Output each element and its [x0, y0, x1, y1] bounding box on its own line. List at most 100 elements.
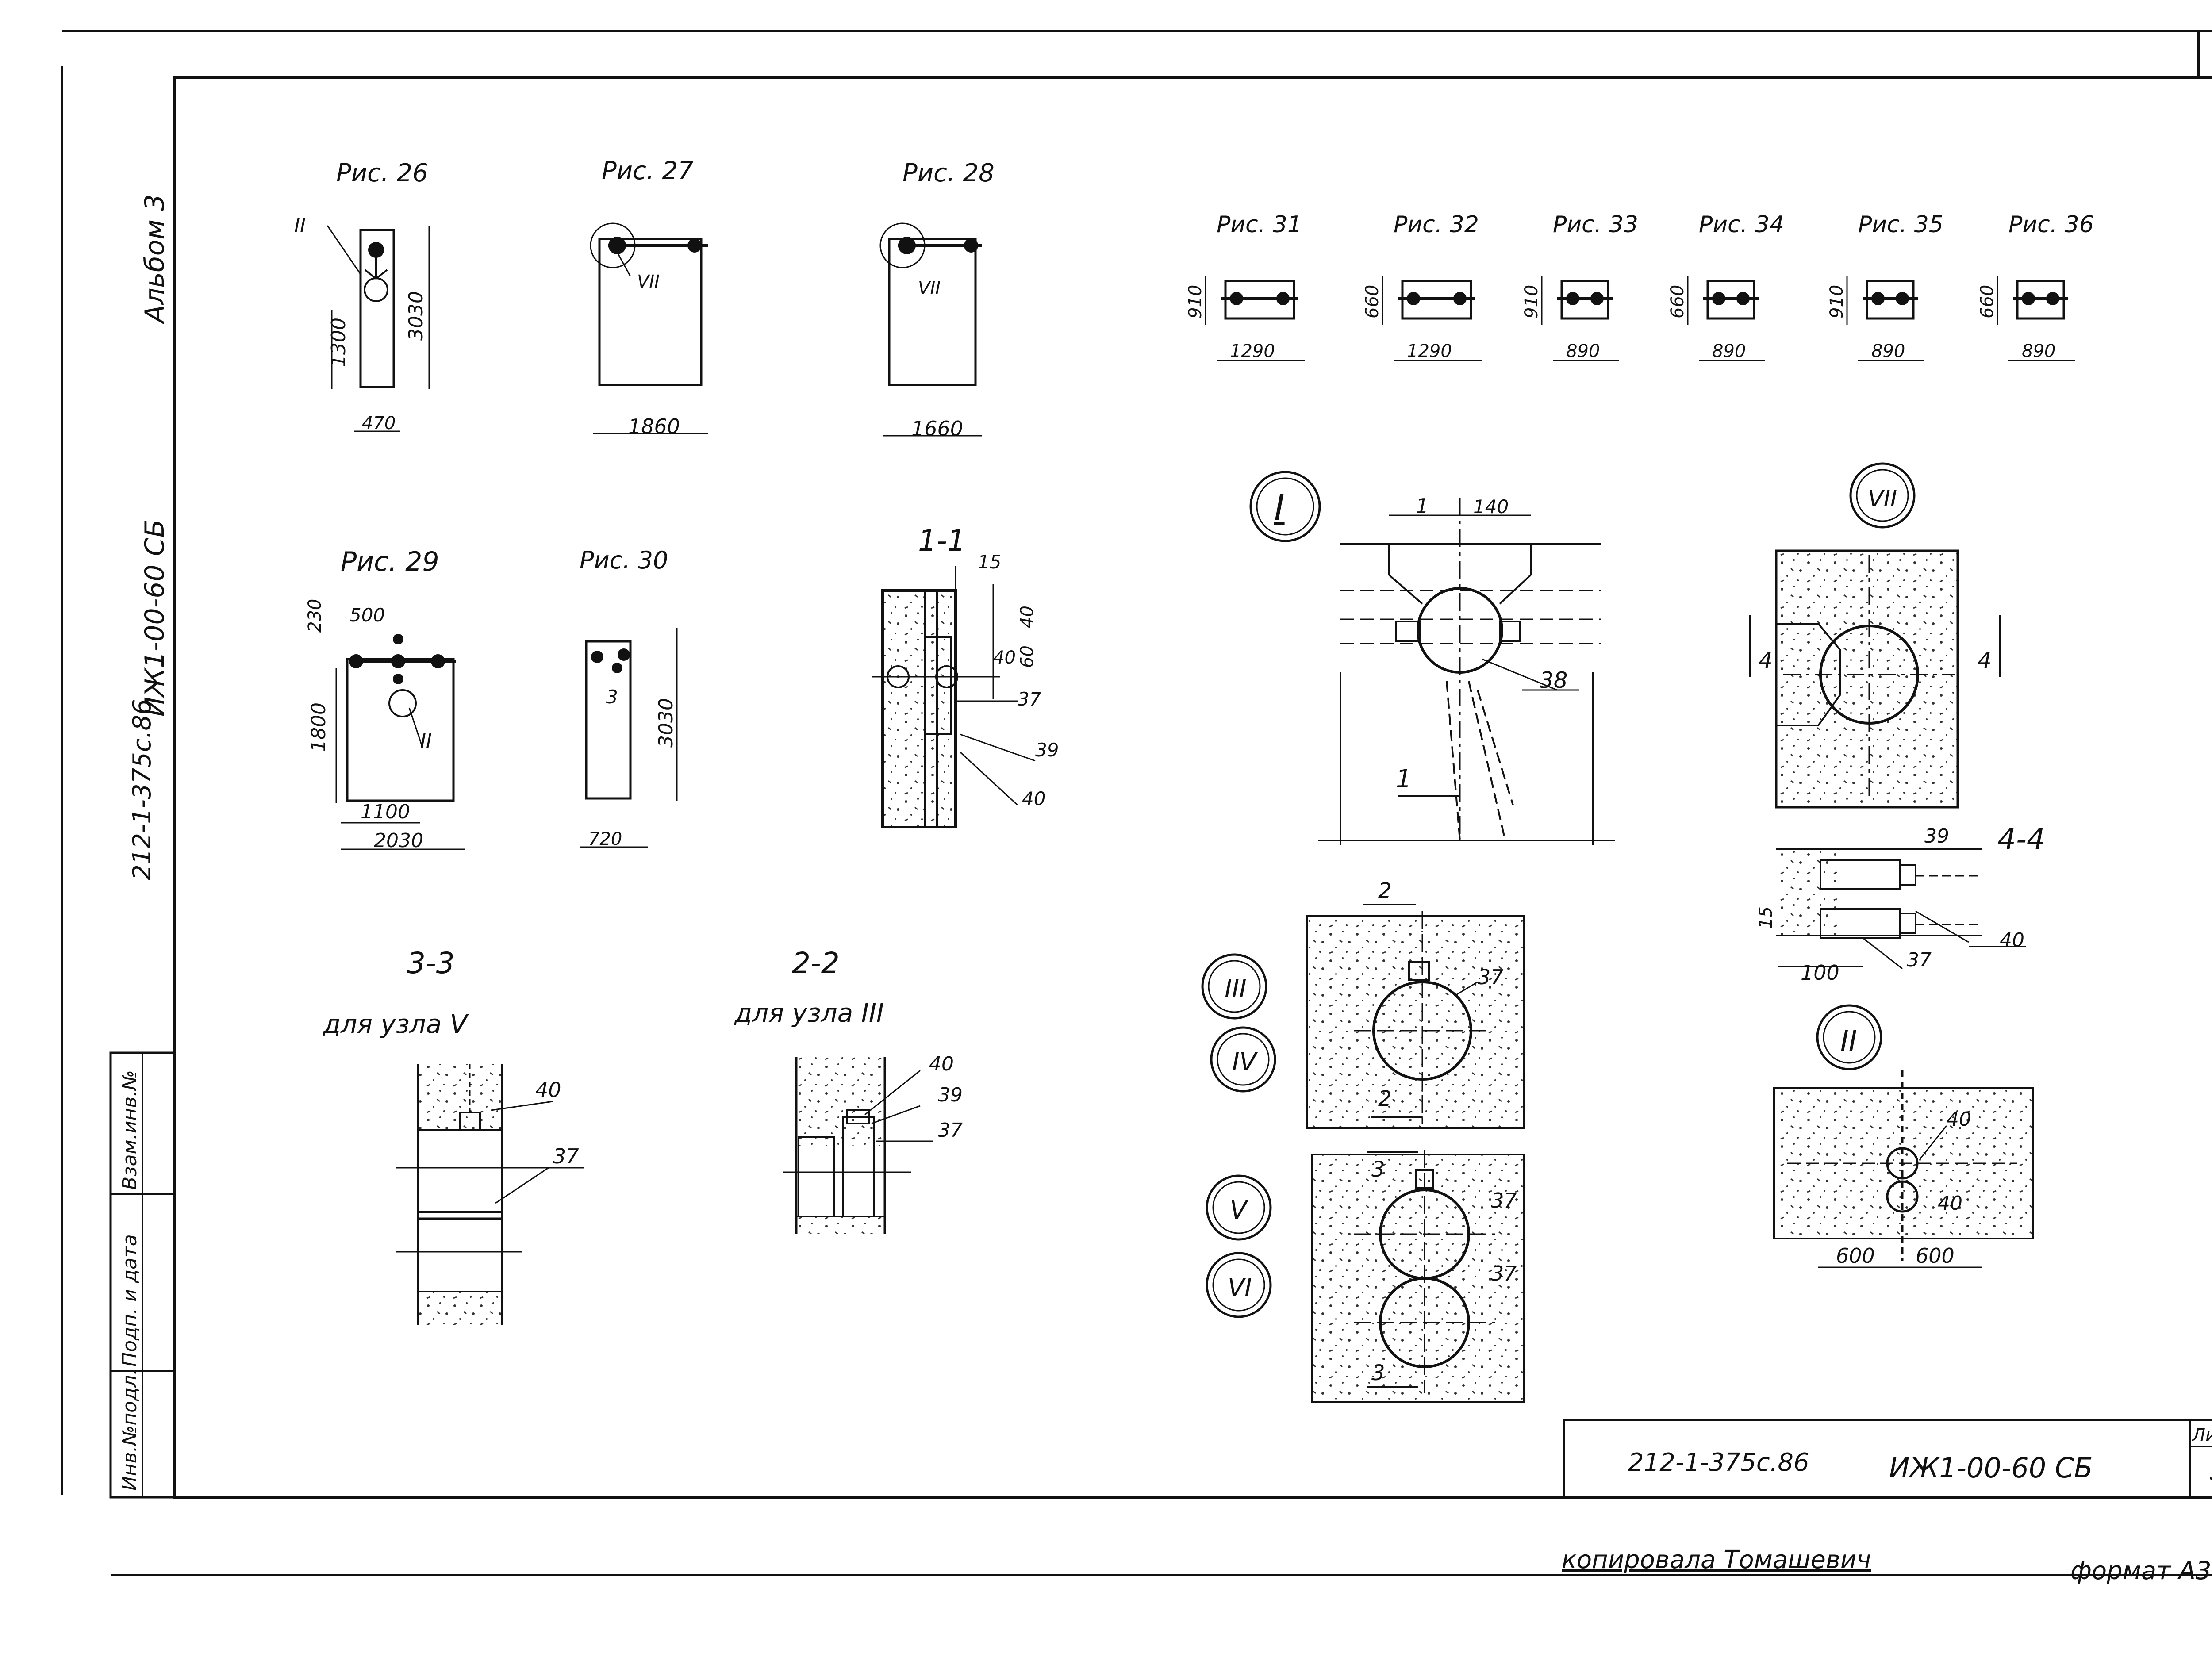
- label-37: 37: [1478, 965, 1504, 989]
- stamp-cell-inv: Инв.№подл.: [119, 1369, 141, 1491]
- node-mark: VII: [637, 272, 660, 292]
- label-37-top: 37: [1491, 1189, 1517, 1212]
- dim-40a: 40: [1017, 606, 1037, 628]
- label-37: 37: [1907, 949, 1932, 971]
- dim-height: 660: [1977, 285, 1997, 318]
- dim-500: 500: [349, 604, 385, 626]
- title-block: 212-1-375с.86 ИЖ1-00-60 СБ Лист 3: [1563, 1419, 2212, 1499]
- node-mark: I: [1274, 487, 1285, 528]
- node-mark: VII: [1868, 486, 1897, 512]
- nodes-III-IV: III IV 2 2 37: [1201, 878, 1525, 1129]
- rebar-dot: [2046, 292, 2059, 305]
- dim-width: 890: [1871, 341, 1905, 361]
- rebar-dot: [1736, 292, 1750, 305]
- node-I: I 1 140 38 1: [1249, 471, 1615, 845]
- section-subtitle: для узла III: [734, 998, 884, 1028]
- dim-height: 910: [1185, 285, 1206, 318]
- figure-29: Рис. 29 II 230 500 1800 1100 2030: [305, 546, 465, 852]
- dim-width: 890: [1712, 341, 1746, 361]
- dim-1100: 1100: [361, 801, 410, 823]
- title-sheet-number: 3: [2210, 1457, 2212, 1485]
- figure-title: Рис. 36: [2008, 211, 2094, 238]
- cut-mark: 1: [1396, 765, 1412, 794]
- figure-27: Рис. 27 VII 1860: [590, 157, 708, 438]
- dim-600-left: 600: [1836, 1244, 1875, 1268]
- rebar-dot: [1566, 292, 1579, 305]
- cut-mark-left: 4: [1759, 648, 1773, 673]
- title-mark: ИЖ1-00-60 СБ: [1889, 1452, 2093, 1484]
- dim-40b: 40: [993, 648, 1016, 668]
- label-40: 40: [929, 1053, 954, 1075]
- label-39: 39: [938, 1084, 963, 1106]
- node-mark: II: [420, 730, 432, 752]
- label-40-bottom: 40: [1938, 1192, 1962, 1215]
- side-code-label: 212-1-375с.86: [128, 699, 157, 880]
- dim-height: 660: [1362, 285, 1382, 318]
- node-VII: VII 4 4: [1749, 462, 2001, 809]
- figure-28: Рис. 28 VII 1660: [879, 159, 995, 441]
- rebar-dot: [1407, 292, 1420, 305]
- section-title: 2-2: [792, 946, 840, 980]
- dim-230: 230: [305, 599, 325, 633]
- sheet-frame: [61, 30, 2212, 1576]
- label-37: 37: [1018, 688, 1041, 710]
- section-subtitle: для узла V: [323, 1009, 469, 1039]
- title-sheet-label: Лист: [2191, 1425, 2212, 1446]
- nodes-V-VI: V VI 3 3 37 37: [1206, 1150, 1525, 1403]
- dim-15: 15: [1756, 906, 1776, 929]
- figure-title: Рис. 29: [341, 546, 439, 577]
- figure-title: Рис. 30: [580, 546, 668, 574]
- rebar-dot: [1230, 292, 1243, 305]
- footer-copied-by: копировала Томашевич: [1562, 1546, 1871, 1574]
- label-39: 39: [1924, 825, 1949, 848]
- node-mark-V: V: [1230, 1196, 1248, 1225]
- label-39: 39: [1035, 739, 1059, 761]
- dim-width: 1860: [628, 414, 680, 438]
- dim-width: 1290: [1230, 341, 1275, 361]
- dim-width: 890: [1566, 341, 1600, 361]
- dim-height: 1300: [327, 318, 350, 367]
- section-title: 4-4: [1997, 822, 2045, 856]
- approval-stamp-table: Инв.№подл. Подп. и дата Взам.инв.№: [109, 1051, 176, 1499]
- dim-15: 15: [978, 551, 1001, 573]
- label-37: 37: [938, 1119, 963, 1142]
- dim-height: 660: [1667, 285, 1688, 318]
- dim-width: 1660: [911, 417, 963, 441]
- figure-title: Рис. 27: [602, 157, 694, 185]
- cut-mark-bottom: 2: [1378, 1086, 1392, 1111]
- node-mark: VII: [918, 278, 941, 299]
- dim-2030: 2030: [374, 829, 423, 852]
- rebar-dot: [1276, 292, 1290, 305]
- dim-600-right: 600: [1916, 1244, 1955, 1268]
- node-II: II 40 40 600 600: [1773, 1004, 2034, 1268]
- section-2-2: 2-2 для узла III 40 39 37: [734, 946, 963, 1234]
- node-mark-IV: IV: [1232, 1048, 1258, 1077]
- figure-title: Рис. 26: [336, 159, 428, 188]
- figure-title: Рис. 34: [1699, 211, 1784, 238]
- small-figure-32: Рис. 32 660 1290: [1362, 211, 1482, 361]
- rebar-dot: [1453, 292, 1467, 305]
- node-mark: 3: [606, 686, 618, 708]
- footer-format: формат А3: [2070, 1557, 2212, 1585]
- album-label: Альбом 3: [139, 194, 170, 325]
- node-mark-III: III: [1225, 975, 1247, 1004]
- section-3-3: 3-3 для узла V 40 37: [323, 946, 584, 1325]
- dim-100: 100: [1801, 961, 1839, 985]
- dim-height: 910: [1827, 285, 1847, 318]
- node-mark: II: [1840, 1025, 1857, 1058]
- label-38: 38: [1540, 667, 1568, 693]
- stamp-cell-replace: Взам.инв.№: [119, 1070, 141, 1190]
- figure-title: Рис. 32: [1394, 211, 1479, 238]
- rebar-dot: [1896, 292, 1909, 305]
- dim-1800: 1800: [307, 702, 330, 752]
- rebar-dot: [1590, 292, 1604, 305]
- node-mark: II: [294, 215, 306, 237]
- dim-width: 1290: [1407, 341, 1452, 361]
- dim-1: 1: [1416, 494, 1429, 518]
- cut-mark-top: 3: [1371, 1157, 1385, 1182]
- small-figure-34: Рис. 34 660 890: [1667, 211, 1784, 361]
- rebar-dot: [1871, 292, 1885, 305]
